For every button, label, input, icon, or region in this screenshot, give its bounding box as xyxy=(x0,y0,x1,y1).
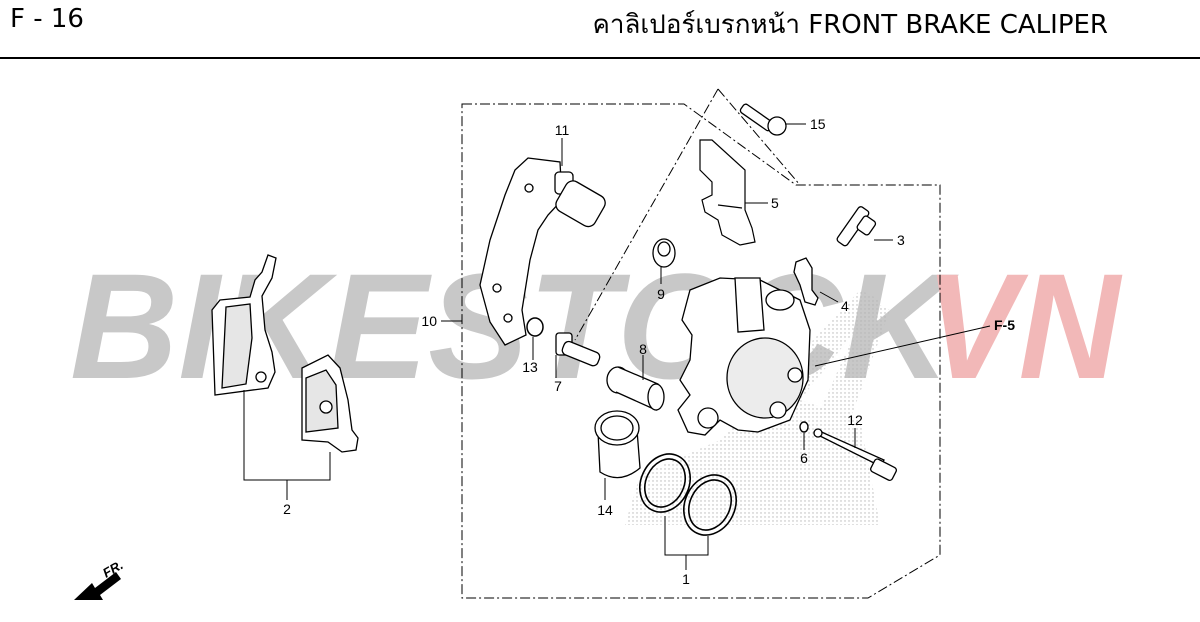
front-direction-label: FR. xyxy=(100,557,126,580)
callout-14: 14 xyxy=(597,502,613,518)
callout-12: 12 xyxy=(847,412,863,428)
page-code: F - 16 xyxy=(10,4,84,34)
bleeder-cap-4 xyxy=(793,257,819,306)
callout-5: 5 xyxy=(771,195,779,211)
callout-8: 8 xyxy=(639,341,647,357)
brake-pad-right xyxy=(301,354,359,453)
piston-14 xyxy=(594,410,641,479)
callout-6: 6 xyxy=(800,450,808,466)
callout-13: 13 xyxy=(522,359,538,375)
leader-lines xyxy=(243,123,991,570)
boot-9 xyxy=(652,238,676,268)
callout-1: 1 xyxy=(682,571,690,587)
callout-15: 15 xyxy=(810,116,826,132)
reference-f5: F-5 xyxy=(994,317,1015,333)
pad-spring-5 xyxy=(699,139,756,246)
callout-4: 4 xyxy=(841,298,849,314)
boot-8 xyxy=(606,366,665,411)
front-direction-arrow-icon xyxy=(74,572,121,600)
piston-seal-set-1 xyxy=(639,453,737,536)
bolt-15 xyxy=(739,103,787,136)
callout-11: 11 xyxy=(555,122,570,138)
callout-labels: 11 15 5 3 4 9 10 13 7 8 6 12 14 2 1 F-5 xyxy=(283,116,1015,587)
page-title: คาลิเปอร์เบรกหน้า FRONT BRAKE CALIPER xyxy=(592,10,1109,40)
brake-pad-left xyxy=(211,254,277,396)
callout-10: 10 xyxy=(421,313,437,329)
pad-pin-12 xyxy=(813,428,897,481)
callout-9: 9 xyxy=(657,286,665,302)
watermark-accent-text: VN xyxy=(925,242,1123,410)
header-divider xyxy=(0,57,1200,59)
front-direction-indicator: FR. xyxy=(74,557,126,600)
callout-7: 7 xyxy=(554,378,562,394)
caliper-body xyxy=(677,277,811,436)
clip-ring-13 xyxy=(526,317,544,337)
bleeder-screw-3 xyxy=(836,206,877,247)
assembly-boundary xyxy=(461,103,941,599)
callout-2: 2 xyxy=(283,501,291,517)
callout-3: 3 xyxy=(897,232,905,248)
pin-bolt-7 xyxy=(555,332,601,367)
o-ring-6 xyxy=(799,421,809,433)
slide-pin-11 xyxy=(554,171,606,228)
